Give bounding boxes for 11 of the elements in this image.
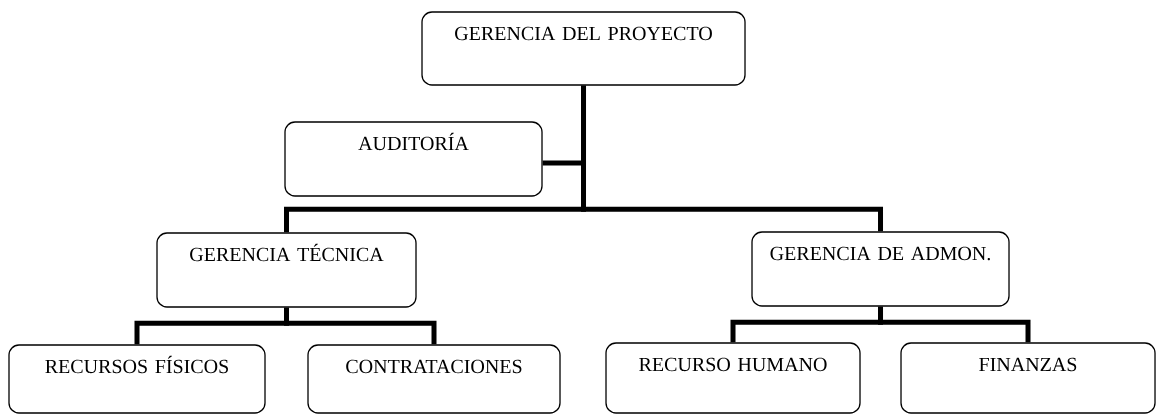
org-box: RECURSOS FÍSICOS [8,344,266,414]
org-box: CONTRATACIONES [307,344,561,414]
connector-line [878,306,1031,343]
org-box: RECURSO HUMANO [605,342,861,414]
org-box: GERENCIA DE ADMON. [751,231,1010,307]
org-box: FINANZAS [900,342,1156,414]
org-box: GERENCIA DEL PROYECTO [421,11,746,86]
connector-line [284,307,437,345]
org-box: AUDITORÍA [284,121,543,197]
connector-line [581,85,883,232]
org-box: GERENCIA TÉCNICA [156,232,417,308]
